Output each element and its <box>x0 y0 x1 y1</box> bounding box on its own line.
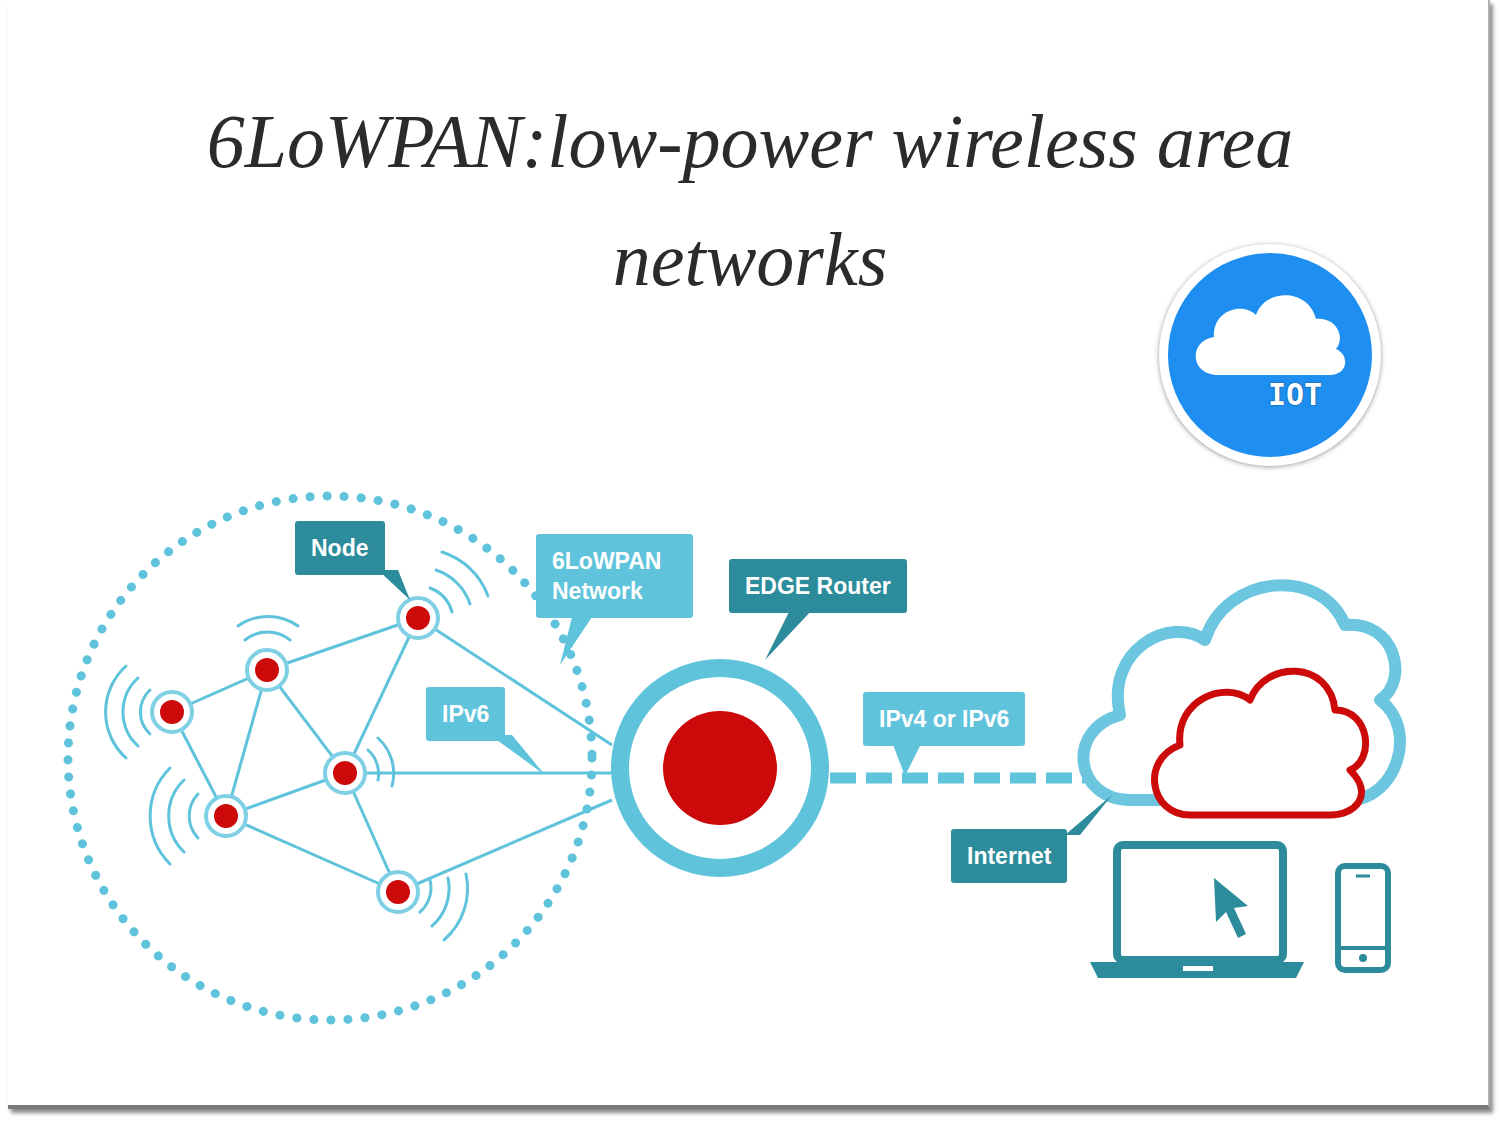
callout-label: IPv4 or IPv6 <box>879 704 1009 734</box>
callout-box: IPv6 <box>426 687 505 741</box>
callout-label: Internet <box>967 841 1051 871</box>
callout-label: 6LoWPAN Network <box>552 546 677 606</box>
wireless-waves <box>106 552 488 940</box>
laptop-notch <box>1183 966 1213 971</box>
phone-speaker <box>1356 875 1370 878</box>
cursor-arrow <box>1214 878 1248 938</box>
mesh-nodes <box>152 598 438 912</box>
phone <box>1338 866 1388 970</box>
callout-label: IPv6 <box>442 699 489 729</box>
callout-label: Node <box>311 533 369 563</box>
phone-button <box>1359 954 1367 962</box>
router-core <box>663 711 777 825</box>
network-boundary <box>68 496 592 1020</box>
laptop-screen <box>1117 845 1283 960</box>
callout-box: Internet <box>951 829 1067 883</box>
badge-cloud <box>1168 253 1372 457</box>
uplink-dashed <box>830 773 1085 784</box>
mesh-links <box>172 618 612 892</box>
laptop-base <box>1090 962 1304 978</box>
callout-box: IPv4 or IPv6 <box>863 692 1025 746</box>
iot-cloud <box>1155 671 1366 815</box>
callout-box: EDGE Router <box>729 559 907 613</box>
badge-label: IOT <box>1168 377 1372 412</box>
callout-box: 6LoWPAN Network <box>536 534 693 618</box>
iot-badge: IOT <box>1159 244 1381 466</box>
callout-box: Node <box>295 521 385 575</box>
router-ring <box>620 668 820 868</box>
phone-line <box>1340 946 1386 950</box>
callout-label: EDGE Router <box>745 571 891 601</box>
